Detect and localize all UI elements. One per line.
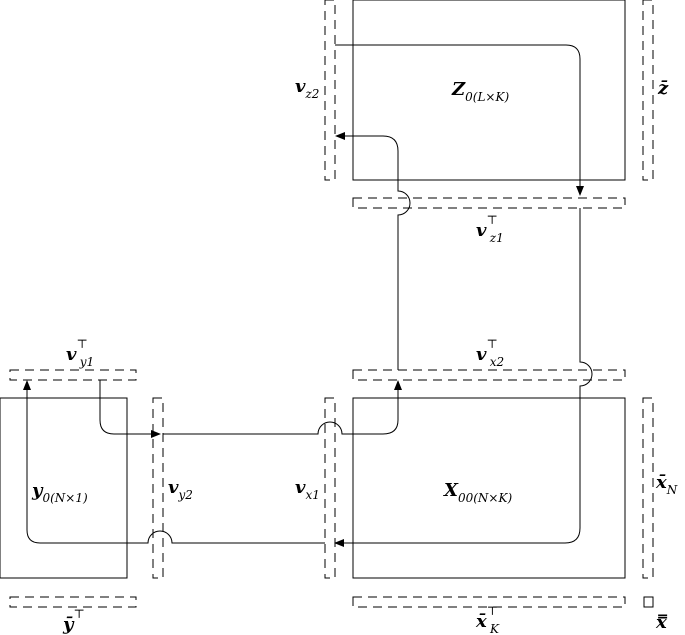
vy1-label: v⊤y1 xyxy=(66,337,94,369)
vx2-label: v⊤x2 xyxy=(476,337,504,369)
wire-vz2-to-vz1 xyxy=(335,44,581,190)
vy2-label: vy2 xyxy=(168,477,193,502)
xdoublebar-label: x̿ xyxy=(655,612,667,633)
vz2-label: vz2 xyxy=(295,76,319,101)
vx2-dashed-box xyxy=(352,369,626,381)
ybar-label: ȳ⊤ xyxy=(62,607,85,635)
vx1-dashed-box xyxy=(324,397,336,579)
wire-vy2-to-vx2 xyxy=(163,389,399,435)
y-vector-box xyxy=(0,397,128,579)
vz1-dashed-box xyxy=(352,197,626,209)
wire-vx1-to-vy1 xyxy=(26,390,325,544)
vx1-label: vx1 xyxy=(295,477,320,502)
xbarK-label: x̄⊤K xyxy=(475,604,500,635)
vz2-dashed-box xyxy=(324,0,336,181)
wire-vy1-to-vy2 xyxy=(99,380,152,435)
arrowhead-vz2 xyxy=(335,132,345,140)
vz1-label: v⊤z1 xyxy=(476,213,504,245)
arrowhead-vx1 xyxy=(334,539,344,547)
Z-label: Z0(L×K) xyxy=(451,79,509,104)
Z-matrix-box xyxy=(352,0,626,181)
xbarK-dashed-box xyxy=(352,596,626,608)
ybar-dashed-box xyxy=(9,596,137,608)
y-label: y0(N×1) xyxy=(31,480,88,505)
vy2-dashed-box xyxy=(152,397,164,579)
xdoublebar-box xyxy=(643,596,654,608)
arrowhead-vz1 xyxy=(576,186,584,196)
zbar-dashed-box xyxy=(642,0,654,181)
wire-vx2-to-vz2 xyxy=(344,135,411,370)
wire-vz1-to-vx2-jump xyxy=(343,208,593,544)
zbar-label: z̄ xyxy=(657,78,669,99)
xbarN-label: x̄N xyxy=(655,472,678,497)
xbarN-dashed-box xyxy=(642,397,654,579)
arrowhead-vy1 xyxy=(23,380,31,390)
X-matrix-box xyxy=(352,397,626,579)
arrowhead-vx2 xyxy=(394,380,402,390)
X-label: X00(N×K) xyxy=(443,480,512,505)
vy1-dashed-box xyxy=(9,369,137,381)
arrowhead-vy2 xyxy=(151,430,161,438)
